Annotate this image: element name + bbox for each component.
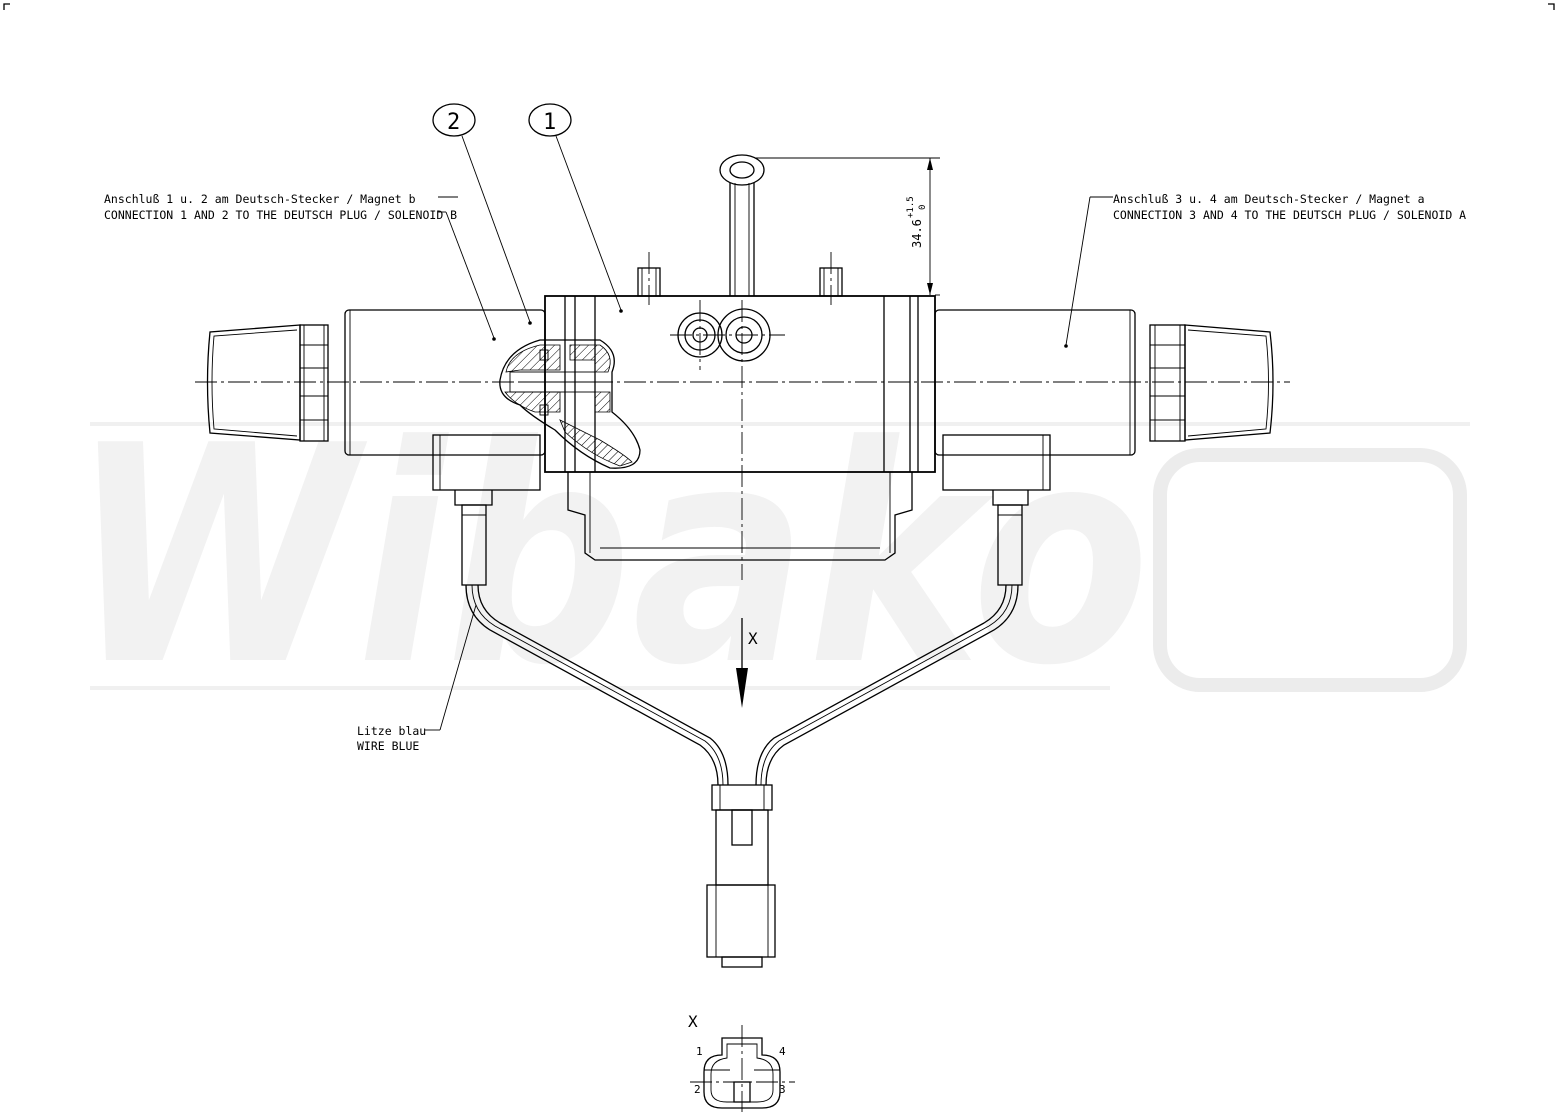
- watermark-logo: Wibako: [70, 382, 1470, 731]
- left-plug-housing: [432, 434, 541, 586]
- port-left: [670, 300, 785, 370]
- dimension-34-6: 34.6 +1.5 0: [755, 157, 940, 296]
- corner-marks: [3, 3, 1555, 10]
- dimension-tol-lower: 0: [918, 205, 928, 210]
- balloon-1: 1: [528, 103, 623, 313]
- callout-wire: Litze blau WIRE BLUE: [357, 604, 477, 753]
- view-arrow-x: X: [736, 618, 758, 708]
- top-stud-left: [637, 252, 661, 305]
- wires: [465, 584, 1019, 786]
- section-cutaway: [499, 339, 641, 469]
- manual-override-lever: [719, 154, 765, 296]
- label-left-de: Anschluß 1 u. 2 am Deutsch-Stecker / Mag…: [104, 192, 416, 206]
- svg-text:2: 2: [447, 110, 460, 135]
- right-plug-housing: [942, 434, 1051, 586]
- pin-2-label: 2: [694, 1083, 701, 1096]
- callout-left: Anschluß 1 u. 2 am Deutsch-Stecker / Mag…: [104, 192, 496, 341]
- pin-1-label: 1: [696, 1045, 703, 1058]
- pin-3-label: 3: [779, 1083, 786, 1096]
- left-connector-cone: [206, 324, 301, 441]
- callout-right: Anschluß 3 u. 4 am Deutsch-Stecker / Mag…: [1064, 192, 1466, 348]
- right-connector-cone: [1184, 324, 1274, 441]
- label-wire-de: Litze blau: [357, 724, 426, 738]
- label-wire-en: WIRE BLUE: [357, 739, 419, 753]
- deutsch-plug: [706, 784, 776, 968]
- right-solenoid-a: [934, 309, 1136, 456]
- watermark-text: Wibako: [70, 382, 1150, 731]
- svg-text:1: 1: [543, 110, 556, 135]
- top-stud-right: [819, 252, 843, 305]
- label-left-en: CONNECTION 1 AND 2 TO THE DEUTSCH PLUG /…: [104, 208, 457, 222]
- dimension-value: 34.6: [910, 219, 924, 248]
- pin-4-label: 4: [779, 1045, 786, 1058]
- dimension-tol-upper: +1.5: [906, 196, 916, 218]
- detail-view-label: X: [688, 1012, 698, 1031]
- port-right: [717, 308, 771, 362]
- label-right-de: Anschluß 3 u. 4 am Deutsch-Stecker / Mag…: [1113, 192, 1425, 206]
- view-arrow-label: X: [748, 629, 758, 648]
- bottom-housing: [567, 472, 913, 561]
- left-knurled-nut: [299, 324, 329, 442]
- detail-view-x: X 1 2 3 4: [688, 1012, 795, 1112]
- label-right-en: CONNECTION 3 AND 4 TO THE DEUTSCH PLUG /…: [1113, 208, 1466, 222]
- balloon-2: 2: [432, 103, 532, 325]
